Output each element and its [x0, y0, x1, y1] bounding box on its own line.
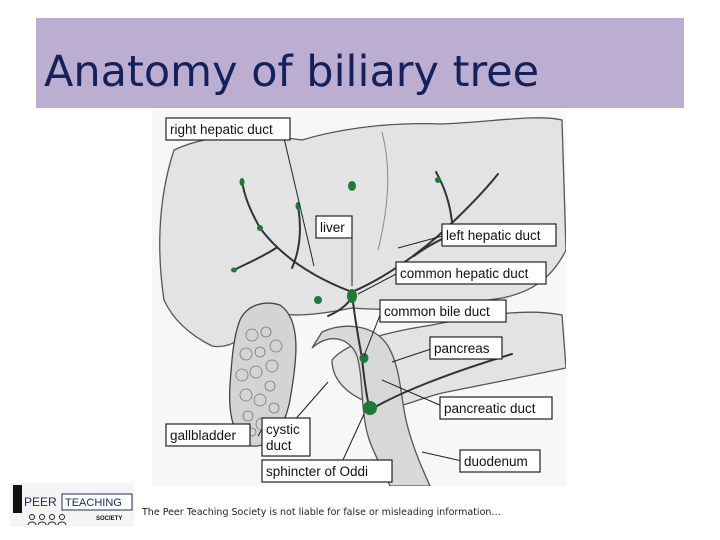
label-common-bile-duct-text: common bile duct	[384, 304, 490, 319]
label-common-bile-duct: common bile duct	[379, 299, 507, 323]
disclaimer-footer: The Peer Teaching Society is not liable …	[142, 507, 501, 518]
label-cystic-duct-text-line2: duct	[266, 438, 292, 453]
label-common-hepatic-duct: common hepatic duct	[395, 261, 547, 285]
label-liver-text: liver	[320, 220, 345, 235]
label-pancreatic-duct-text: pancreatic duct	[444, 401, 536, 416]
gallbladder-stones	[235, 326, 283, 437]
label-right-hepatic-duct-text: right hepatic duct	[170, 122, 273, 137]
peer-teaching-society-logo: PEER TEACHING SOCIETY	[10, 483, 134, 527]
logo-text-peer: PEER	[24, 495, 57, 509]
label-gallbladder-text: gallbladder	[170, 428, 237, 443]
label-left-hepatic-duct: left hepatic duct	[441, 223, 557, 247]
logo-text-teaching: TEACHING	[65, 497, 122, 509]
duct-nodules	[231, 177, 475, 415]
label-right-hepatic-duct: right hepatic duct	[165, 117, 291, 141]
label-pancreas-text: pancreas	[434, 341, 490, 356]
label-common-hepatic-duct-text: common hepatic duct	[400, 266, 529, 281]
logo-head	[13, 485, 22, 493]
label-sphincter-of-oddi: sphincter of Oddi	[261, 459, 393, 483]
label-pancreatic-duct: pancreatic duct	[439, 396, 553, 420]
label-cystic-duct-text-line1: cystic	[266, 422, 300, 437]
label-duodenum: duodenum	[459, 449, 541, 473]
label-sphincter-of-oddi-text: sphincter of Oddi	[266, 464, 368, 479]
logo-people-icon	[27, 514, 67, 526]
biliary-tree-diagram: right hepatic duct liver left hepatic du…	[152, 110, 566, 486]
logo-grad-figure	[13, 485, 22, 513]
logo-teaching-box	[61, 493, 133, 511]
label-pancreas: pancreas	[429, 336, 503, 360]
liver-crease	[377, 131, 389, 251]
leader-lines	[257, 137, 463, 463]
label-left-hepatic-duct-text: left hepatic duct	[446, 228, 541, 243]
label-duodenum-text: duodenum	[464, 454, 528, 469]
title-bar: Anatomy of biliary tree	[36, 18, 684, 108]
label-cystic-duct: cystic duct	[261, 417, 311, 457]
label-liver: liver	[315, 215, 353, 239]
logo-text-society: SOCIETY	[96, 516, 122, 522]
slide-title: Anatomy of biliary tree	[44, 47, 540, 97]
label-gallbladder: gallbladder	[165, 423, 251, 447]
